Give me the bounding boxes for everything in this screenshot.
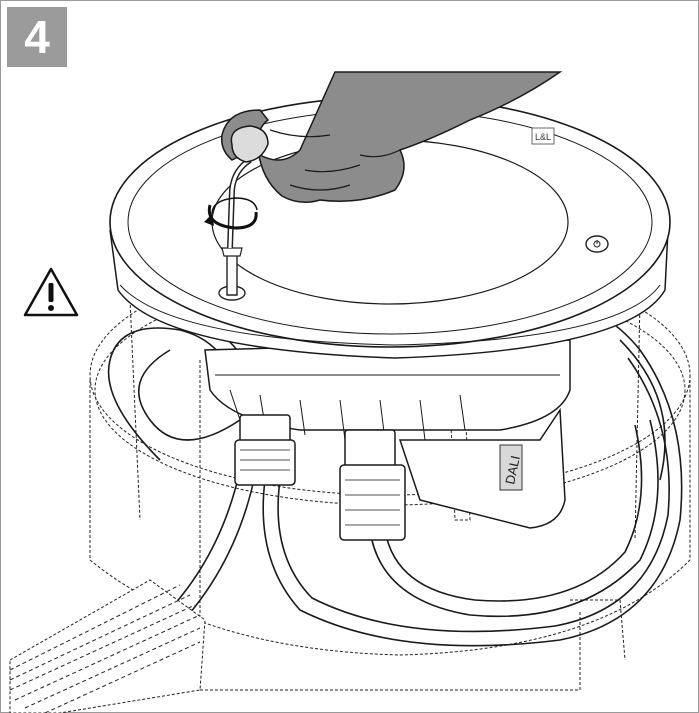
dali-label: DALI (502, 454, 523, 485)
warning-triangle-icon (23, 267, 79, 317)
brand-badge: L&L (531, 127, 555, 145)
step-number-badge: 4 (7, 7, 67, 67)
cable-gland-left (234, 414, 296, 486)
brand-label: L&L (535, 132, 551, 142)
lid (109, 96, 671, 359)
power-button-icon (585, 235, 609, 253)
rotation-arrow-icon (204, 197, 258, 230)
device-body (204, 339, 571, 529)
braided-conduit (9, 579, 206, 713)
cables (107, 299, 683, 647)
gloved-hand (220, 71, 563, 203)
cable-gland-right (339, 429, 406, 541)
